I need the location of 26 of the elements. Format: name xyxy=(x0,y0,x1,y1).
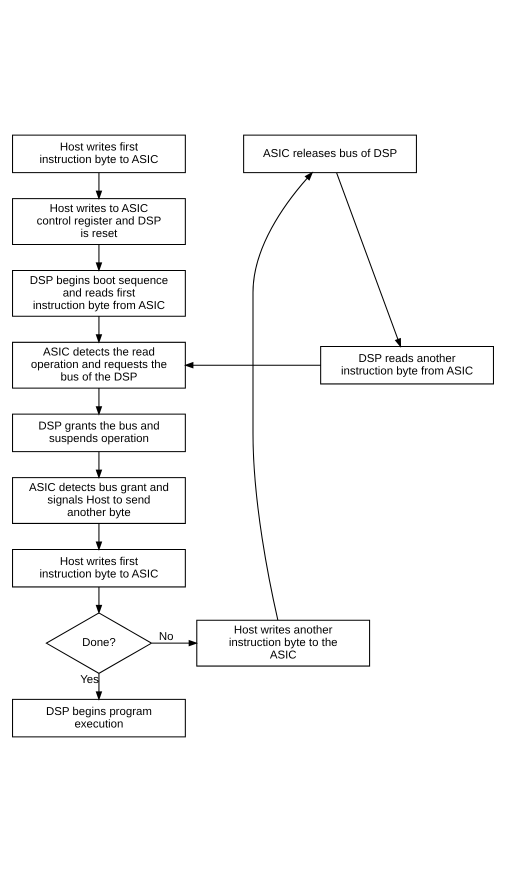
node-box: DSP reads another instruction byte from ASIC xyxy=(320,345,494,384)
node-box: DSP grants the bus and suspends operation xyxy=(12,413,186,452)
arrow xyxy=(152,639,198,646)
arrow xyxy=(96,672,102,700)
node-box: Host writes to ASIC control register and DSP is reset xyxy=(12,198,186,244)
node-box: Host writes another instruction byte to the ASIC xyxy=(196,619,370,666)
arrow xyxy=(252,171,314,620)
arrow xyxy=(96,172,102,200)
arrow xyxy=(96,316,102,344)
node-box: ASIC detects bus grant and signals Host to send another byte xyxy=(12,476,186,524)
node-diamond: Done? xyxy=(45,612,153,674)
node-box: DSP begins boot sequence and reads first instruction byte from ASIC xyxy=(12,269,186,316)
arrow xyxy=(96,244,102,272)
arrow xyxy=(336,172,402,348)
node-box: ASIC releases bus of DSP xyxy=(243,134,417,173)
arrow xyxy=(96,523,102,550)
node-box: Host writes first instruction byte to ASIC xyxy=(12,548,186,587)
edge-label: Yes xyxy=(80,674,99,686)
arrow xyxy=(96,388,102,416)
node-box: DSP begins program execution xyxy=(12,698,186,737)
node-box: ASIC detects the read operation and requests the bus of the DSP xyxy=(12,341,186,388)
arrow xyxy=(96,586,102,614)
arrow xyxy=(184,361,321,368)
edge-label: No xyxy=(158,630,174,642)
arrow xyxy=(96,451,102,478)
node-box: Host writes first instruction byte to ASIC xyxy=(12,134,186,173)
